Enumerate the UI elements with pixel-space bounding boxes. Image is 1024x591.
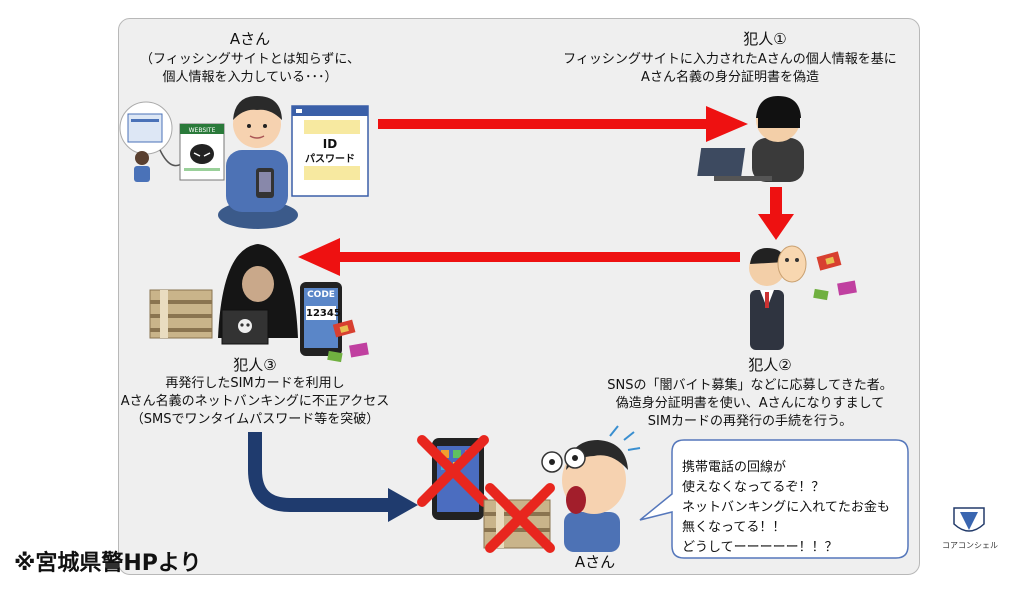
criminal2-desc-2: 偽造身分証明書を使い、Aさんになりすまして bbox=[615, 396, 885, 411]
speech-line-4: 無くなってる！！ bbox=[682, 520, 786, 535]
person-a-desc-2: 個人情報を入力している･･･） bbox=[162, 70, 338, 85]
arrow-criminal2-to-criminal3 bbox=[298, 238, 740, 276]
arrow-criminal3-to-victim bbox=[248, 432, 418, 522]
criminal3-desc-3: （SMSでワンタイムパスワード等を突破） bbox=[130, 412, 380, 427]
login-id-label: ID bbox=[322, 137, 338, 151]
person-a-desc-1: （フィッシングサイトとは知らずに、 bbox=[139, 52, 361, 67]
person-a-name: Aさん bbox=[229, 30, 271, 48]
phone-code-value: 12345 bbox=[306, 308, 341, 319]
criminal1-name: 犯人① bbox=[743, 30, 787, 48]
speech-bubble bbox=[639, 439, 909, 559]
speech-line-5: どうしてーーーーー！！？ bbox=[682, 540, 838, 555]
victim-name: Aさん bbox=[574, 553, 616, 571]
criminal2-desc-1: SNSの「闇バイト募集」などに応募してきた者。 bbox=[607, 378, 893, 393]
logo-emblem bbox=[953, 507, 985, 532]
criminal3-name: 犯人③ bbox=[233, 356, 277, 374]
speech-line-2: 使えなくなってるぞ！？ bbox=[682, 480, 825, 495]
criminal1-desc-2: Aさん名義の身分証明書を偽造 bbox=[641, 70, 819, 85]
logo: コアコンシェル bbox=[940, 540, 1000, 551]
criminal2-name: 犯人② bbox=[748, 356, 792, 374]
speech-line-1: 携帯電話の回線が bbox=[682, 460, 787, 475]
speech-line-3: ネットバンキングに入れてたお金も bbox=[682, 500, 890, 515]
criminal1-desc-1: フィッシングサイトに入力されたAさんの個人情報を基に bbox=[563, 52, 897, 67]
phishing-login-window bbox=[291, 105, 369, 197]
criminal1-illustration bbox=[697, 96, 804, 182]
person-a-illustration bbox=[218, 96, 298, 229]
login-password-label: パスワード bbox=[305, 154, 355, 165]
phone-code-label: CODE bbox=[307, 290, 335, 300]
criminal3-desc-1: 再発行したSIMカードを利用し bbox=[165, 376, 345, 391]
logo-label: コアコンシェル bbox=[942, 541, 998, 550]
money-cross-mark bbox=[485, 483, 555, 553]
criminal2-desc-3: SIMカードの再発行の手続を行う。 bbox=[647, 414, 853, 429]
phone-cross-mark bbox=[417, 435, 489, 507]
shocked-victim bbox=[541, 425, 641, 552]
speech-text: 携帯電話の回線が 使えなくなってるぞ！？ ネットバンキングに入れてたお金も 無く… bbox=[682, 458, 890, 558]
source-caption: ※宮城県警HPより bbox=[14, 551, 202, 576]
money-stack bbox=[149, 289, 213, 339]
criminal3-illustration bbox=[149, 244, 369, 363]
website-label: WEBSITE bbox=[189, 127, 216, 134]
arrow-criminal1-to-criminal2 bbox=[758, 187, 794, 240]
arrow-a-to-criminal1 bbox=[378, 106, 748, 142]
criminal3-desc-2: Aさん名義のネットバンキングに不正アクセス bbox=[120, 394, 390, 409]
phishing-thought-illustration: WEBSITE bbox=[119, 101, 225, 182]
criminal2-illustration bbox=[749, 245, 857, 350]
